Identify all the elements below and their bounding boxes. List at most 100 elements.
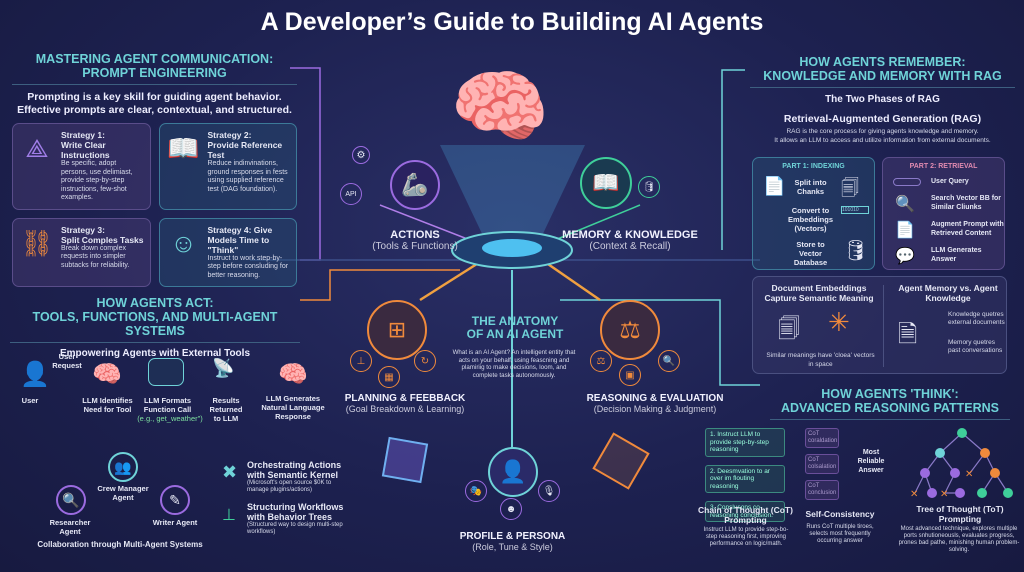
profile-sub: (Role, Tune & Style): [472, 542, 553, 552]
prompt-engineering-section: MASTERING AGENT COMMUNICATION:PROMPT ENG…: [12, 52, 297, 287]
behavior-trees-title: Structuring Workflows with Behavior Tree…: [247, 502, 344, 522]
collab-caption: Collaboration through Multi-Agent System…: [37, 540, 203, 549]
flow-step: User: [21, 396, 39, 405]
most-reliable-answer: Most Reliable Answer: [857, 449, 885, 474]
think-section: HOW AGENTS 'THINK':ADVANCED REASONING PA…: [770, 387, 1010, 420]
profile-label: PROFILE & PERSONA: [459, 531, 566, 542]
mask-icon: 🎭: [465, 480, 487, 502]
cot-step: 3. Conslusons co-reasoning conclusion.: [705, 501, 785, 522]
magnifier-icon: 🔍: [658, 350, 680, 372]
retrieval-card: PART 2: RETRIEVAL User Query 🔍 Search Ve…: [882, 157, 1005, 270]
scales-icon: ⚖: [600, 300, 660, 360]
section-title: HOW AGENTS REMEMBER:KNOWLEDGE AND MEMORY…: [750, 55, 1015, 88]
persona-icon: 👤: [488, 447, 538, 497]
documents-icon: 🗐: [778, 316, 800, 341]
search-icon: 🔍: [56, 485, 86, 515]
puzzle-icon: ▣: [619, 364, 641, 386]
self-consistency-title: Self-Consistency: [805, 509, 875, 519]
embeddings-desc: Similar meanings have 'cloea' vectors in…: [766, 352, 875, 368]
self-consistency-boxes: CoT coraldation CoT colsalation CoT conc…: [805, 428, 839, 500]
researcher-label: Researcher Agent: [49, 518, 91, 536]
checkerboard-icon: ▦: [378, 366, 400, 388]
chat-bubble-icon: 💬: [895, 248, 915, 265]
embeddings-title: Document Embeddings Capture Semantic Mea…: [764, 283, 874, 303]
indexing-step: Convert to Embeddings (Vectors): [787, 206, 833, 233]
compass-icon: ⟁: [25, 133, 49, 163]
writer-label: Writer Agent: [152, 518, 198, 527]
self-consistency-desc: Runs CoT multiple tiroes, selects most f…: [806, 524, 874, 544]
planning-label: PLANNING & FEEBBACK: [344, 393, 466, 404]
cot-path: CoT colsalation: [805, 454, 839, 474]
retrieval-step: Search Vector BB for Similar Cliunks: [931, 195, 1002, 211]
tree-icon: ⊥: [222, 507, 236, 524]
cot-steps: 1. Instruct LLM to provide step-by-step …: [705, 428, 785, 522]
agents-act-section: HOW AGENTS ACT:TOOLS, FUNCTIONS, AND MUL…: [10, 296, 300, 359]
theater-icon: ☻: [500, 498, 522, 520]
user-icon: 👤: [20, 361, 50, 388]
actions-label: ACTIONS: [390, 229, 440, 241]
semantic-kernel-desc: (Microsoft's open source $0K to manage p…: [247, 480, 332, 493]
document-icon: 📄: [763, 176, 786, 196]
cot-path: CoT conclusion: [805, 480, 839, 500]
tot-desc: Most advanced technique, explores multip…: [898, 526, 1020, 553]
page-title: A Developer’s Guide to Building AI Agent…: [260, 8, 764, 36]
broken-link-icon: ⛓: [20, 227, 54, 258]
tree-of-thought-diagram: ✕✕✕: [910, 428, 1013, 500]
cube-icon: [381, 436, 429, 484]
cot-step: 1. Instruct LLM to provide step-by-step …: [705, 428, 785, 457]
query-bar-icon: [893, 178, 921, 186]
code-window-icon: [148, 358, 184, 386]
tot-title: Tree of Thought (ToT) Prompting: [916, 504, 1004, 524]
section-title: HOW AGENTS ACT:TOOLS, FUNCTIONS, AND MUL…: [10, 296, 300, 343]
cot-title: Chain of Thought (CoT) Prompting: [698, 505, 793, 525]
actions-sub: (Tools & Functions): [372, 241, 458, 252]
search-database-icon: 🔍: [895, 196, 915, 213]
subtitle: Empowering Agents with External Tools: [59, 348, 251, 359]
memory-vs-knowledge-title: Agent Memory vs. Agent Knowledge: [898, 283, 998, 303]
book-link-icon: 📖: [167, 133, 200, 163]
intro: Prompting is a key skill for guiding age…: [17, 91, 292, 116]
brain-icon: 🧠: [92, 361, 122, 388]
reasoning-sub: (Decision Making & Judgment): [593, 404, 717, 414]
document-search-icon: 🗎: [898, 321, 918, 348]
flow-step: LLM Formats Function Call: [143, 396, 192, 414]
retrieval-step: Augment Prompt with Retrieved Content: [931, 221, 1004, 237]
brain-illustration: 🧠: [450, 62, 550, 151]
embeddings-memory-card: Document Embeddings Capture Semantic Mea…: [752, 276, 1007, 374]
tools-icon: ✖: [222, 462, 238, 482]
indexing-step: Store to Vector Database: [793, 240, 828, 267]
retrieval-step: LLM Generates Answer: [931, 247, 982, 263]
svg-text:✕: ✕: [910, 489, 918, 500]
knowledge-desc: Knowledge quetres external documents: [948, 311, 1005, 326]
gear-icon: ⚙: [352, 146, 370, 164]
user-request-label: User Request: [52, 352, 82, 370]
documents-stack-icon: 🗐: [841, 178, 859, 198]
svg-text:✕: ✕: [965, 469, 973, 480]
retrieval-step: User Query: [931, 178, 969, 185]
database-icon: 🛢: [843, 240, 869, 262]
behavior-trees-desc: (Structured way to design multi-step wor…: [247, 522, 343, 535]
database-icon: 🛢: [638, 176, 660, 198]
memory-desc: Memory quetres past conversations: [948, 339, 1003, 354]
api-icon: API: [340, 183, 362, 205]
rag-desc: RAG is the core process for giving agent…: [774, 128, 991, 144]
semantic-kernel-title: Orchestrating Actions with Semantic Kern…: [247, 460, 342, 480]
vector-burst-icon: ✳: [828, 307, 850, 337]
anatomy-desc: What is an AI Agent? An intelligent enti…: [452, 349, 576, 379]
memory-label: MEMORY & KNOWLEDGE: [562, 229, 698, 241]
rag-full: Retrieval-Augmented Generation (RAG): [783, 113, 982, 125]
crew-manager-icon: 👥: [108, 452, 138, 482]
hierarchy-icon: ⊥: [350, 350, 372, 372]
robot-arm-icon: 🦾: [390, 160, 440, 210]
rag-phases: The Two Phases of RAG: [825, 94, 940, 105]
cot-step: 2. Deesmvation to ar over im flouting re…: [705, 464, 785, 493]
pen-icon: ✎: [160, 485, 190, 515]
cot-desc: Instruct LLM to provide step-bo-step rea…: [703, 527, 789, 547]
flow-step: LLM Generates Natural Language Response: [261, 394, 325, 421]
scales-small-icon: ⚖: [590, 350, 612, 372]
cot-path: CoT coraldation: [805, 428, 839, 448]
